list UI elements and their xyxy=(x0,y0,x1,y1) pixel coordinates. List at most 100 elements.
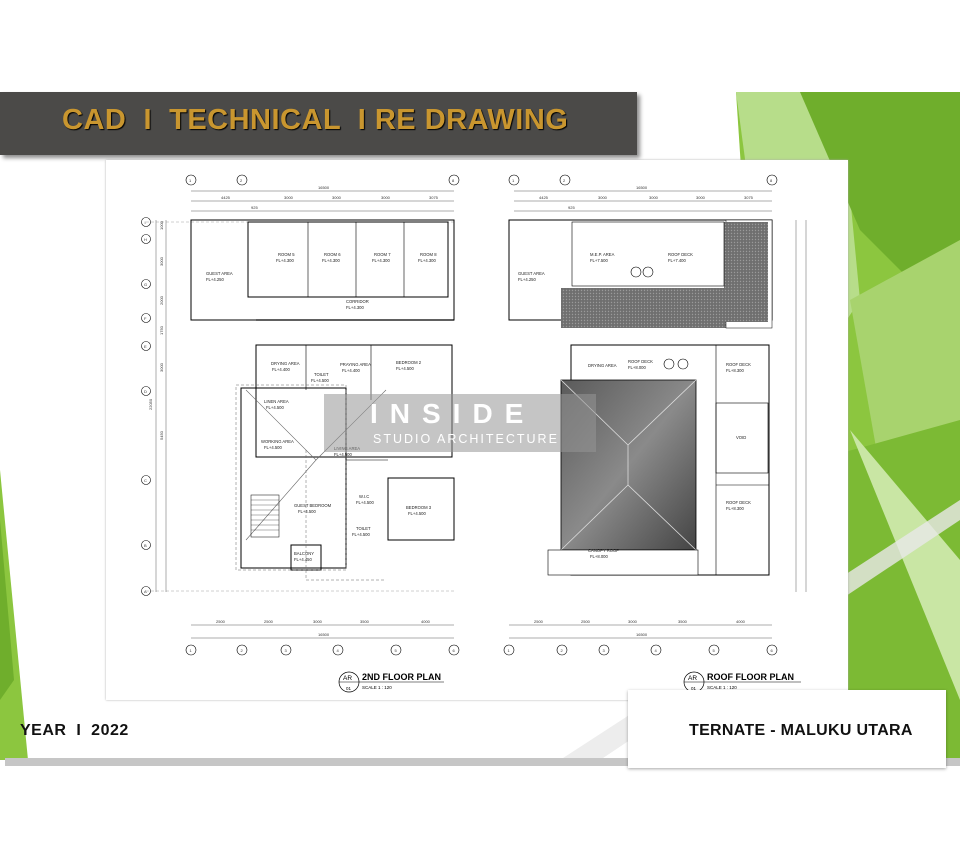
room-level: FL+4.500 xyxy=(408,511,426,516)
room-level: FL+4.500 xyxy=(396,366,414,371)
dimension-label: 1750 xyxy=(159,325,164,335)
dimension-label: 3000 xyxy=(381,195,391,200)
grid-label: 5 xyxy=(395,648,398,653)
dimension-label: 5450 xyxy=(159,430,164,440)
room-label: ROOM 7 xyxy=(374,252,391,257)
room-level: FL+4.300 xyxy=(322,258,340,263)
room-label: PRAYING AREA xyxy=(340,362,371,367)
dimension-label: 16500 xyxy=(636,632,648,637)
grid-label: 8 xyxy=(770,178,773,183)
room-level: FL+4.450 xyxy=(294,557,312,562)
grid-row-label: B xyxy=(144,543,147,548)
dimension-label: 3075 xyxy=(429,195,439,200)
room-level: FL+4.300 xyxy=(276,258,294,263)
room-label: ROOM 5 xyxy=(278,252,295,257)
room-level: FL+4.300 xyxy=(372,258,390,263)
plan-scale: SCALE 1 : 120 xyxy=(362,685,392,690)
grid-row-label: H xyxy=(144,237,147,242)
grid-label: 6 xyxy=(453,648,456,653)
dimension-label: 3000 xyxy=(332,195,342,200)
room-level: FL+4.500 xyxy=(356,500,374,505)
grid-label: 6 xyxy=(771,648,774,653)
room-level: FL+8.300 xyxy=(726,368,744,373)
room-level: FL+4.500 xyxy=(264,445,282,450)
room-label: ROOM 6 xyxy=(324,252,341,257)
grid-row-label: G xyxy=(144,282,147,287)
dimension-label: 16500 xyxy=(318,632,330,637)
room-label: LINEN AREA xyxy=(264,399,289,404)
plan-number: 01 xyxy=(346,686,352,691)
dimension-label: 2000 xyxy=(159,295,164,305)
dimension-label: 2500 xyxy=(264,619,274,624)
logo-subtitle: STUDIO ARCHITECTURE xyxy=(373,432,559,446)
grid-row-label: D xyxy=(144,389,147,394)
grid-row-label: F xyxy=(144,316,147,321)
room-label: TOILET xyxy=(314,372,329,377)
room-level: FL+8.000 xyxy=(590,554,608,559)
room-label: ROOF DECK xyxy=(726,500,751,505)
grid-label: 1 xyxy=(508,648,511,653)
dimension-label: 3000 xyxy=(696,195,706,200)
grid-row-label: C xyxy=(144,478,147,483)
room-label: GUEST AREA xyxy=(206,271,233,276)
dimension-label: 3000 xyxy=(313,619,323,624)
room-label: ROOF DECK xyxy=(628,359,653,364)
room-label: VOID xyxy=(736,435,746,440)
grid-label: 1 xyxy=(190,648,193,653)
year-label: YEAR I 2022 xyxy=(20,722,129,739)
room-label: BEDROOM 3 xyxy=(406,505,432,510)
dimension-label: 3000 xyxy=(159,256,164,266)
room-level: FL+8.300 xyxy=(726,506,744,511)
plan-tag: AR xyxy=(688,675,697,682)
location-label: TERNATE - MALUKU UTARA xyxy=(689,722,913,739)
room-level: FL+4.500 xyxy=(298,509,316,514)
room-label: GUEST AREA xyxy=(518,271,545,276)
room-label: ROOF DECK xyxy=(726,362,751,367)
room-label: DRYING AREA xyxy=(588,363,617,368)
dimension-label: 3000 xyxy=(598,195,608,200)
dimension-label: 4000 xyxy=(736,619,746,624)
grid-label: 4 xyxy=(337,648,340,653)
grid-label: 3 xyxy=(285,648,288,653)
room-level: FL+4.250 xyxy=(518,277,536,282)
grid-label: 5 xyxy=(713,648,716,653)
plan-title: ROOF FLOOR PLAN xyxy=(707,672,794,682)
room-level: FL+4.500 xyxy=(352,532,370,537)
dimension-label: 925 xyxy=(251,205,258,210)
dimension-label: 4425 xyxy=(221,195,231,200)
dimension-label: 2500 xyxy=(581,619,591,624)
room-level: FL+4.500 xyxy=(334,452,352,457)
room-label: WORKING AREA xyxy=(261,439,294,444)
grid-row-label: A xyxy=(144,589,147,594)
dimension-label: 925 xyxy=(568,205,575,210)
dimension-label: 3075 xyxy=(744,195,754,200)
grid-row-label: E xyxy=(144,344,147,349)
room-level: FL+4.400 xyxy=(272,367,290,372)
room-label: GUEST BEDROOM xyxy=(294,503,332,508)
dimension-label: 16500 xyxy=(636,185,648,190)
dimension-label: 4000 xyxy=(421,619,431,624)
dimension-label: 2500 xyxy=(216,619,226,624)
dimension-label: 3000 xyxy=(159,362,164,372)
dimension-label: 22050 xyxy=(148,398,153,410)
room-level: FL+4.400 xyxy=(342,368,360,373)
grid-label: 2 xyxy=(240,178,243,183)
dimension-label: 3000 xyxy=(628,619,638,624)
room-level: FL+8.000 xyxy=(628,365,646,370)
room-label: BEDROOM 2 xyxy=(396,360,422,365)
dimension-label: 4425 xyxy=(539,195,549,200)
room-level: FL+4.300 xyxy=(418,258,436,263)
grid-label: 1 xyxy=(512,178,515,183)
grid-label: 8 xyxy=(452,178,455,183)
grid-label: 2 xyxy=(241,648,244,653)
dimension-label: 3500 xyxy=(678,619,688,624)
dimension-label: 2500 xyxy=(534,619,544,624)
dimension-label: 3500 xyxy=(360,619,370,624)
room-label: M.E.P. AREA xyxy=(590,252,615,257)
grid-label: 3 xyxy=(603,648,606,653)
room-level: FL+4.300 xyxy=(346,305,364,310)
page-title: CAD I TECHNICAL I RE DRAWING xyxy=(62,104,569,136)
plan-number: 01 xyxy=(691,686,697,691)
room-label: ROOM 8 xyxy=(420,252,437,257)
dimension-label: 16500 xyxy=(318,185,330,190)
